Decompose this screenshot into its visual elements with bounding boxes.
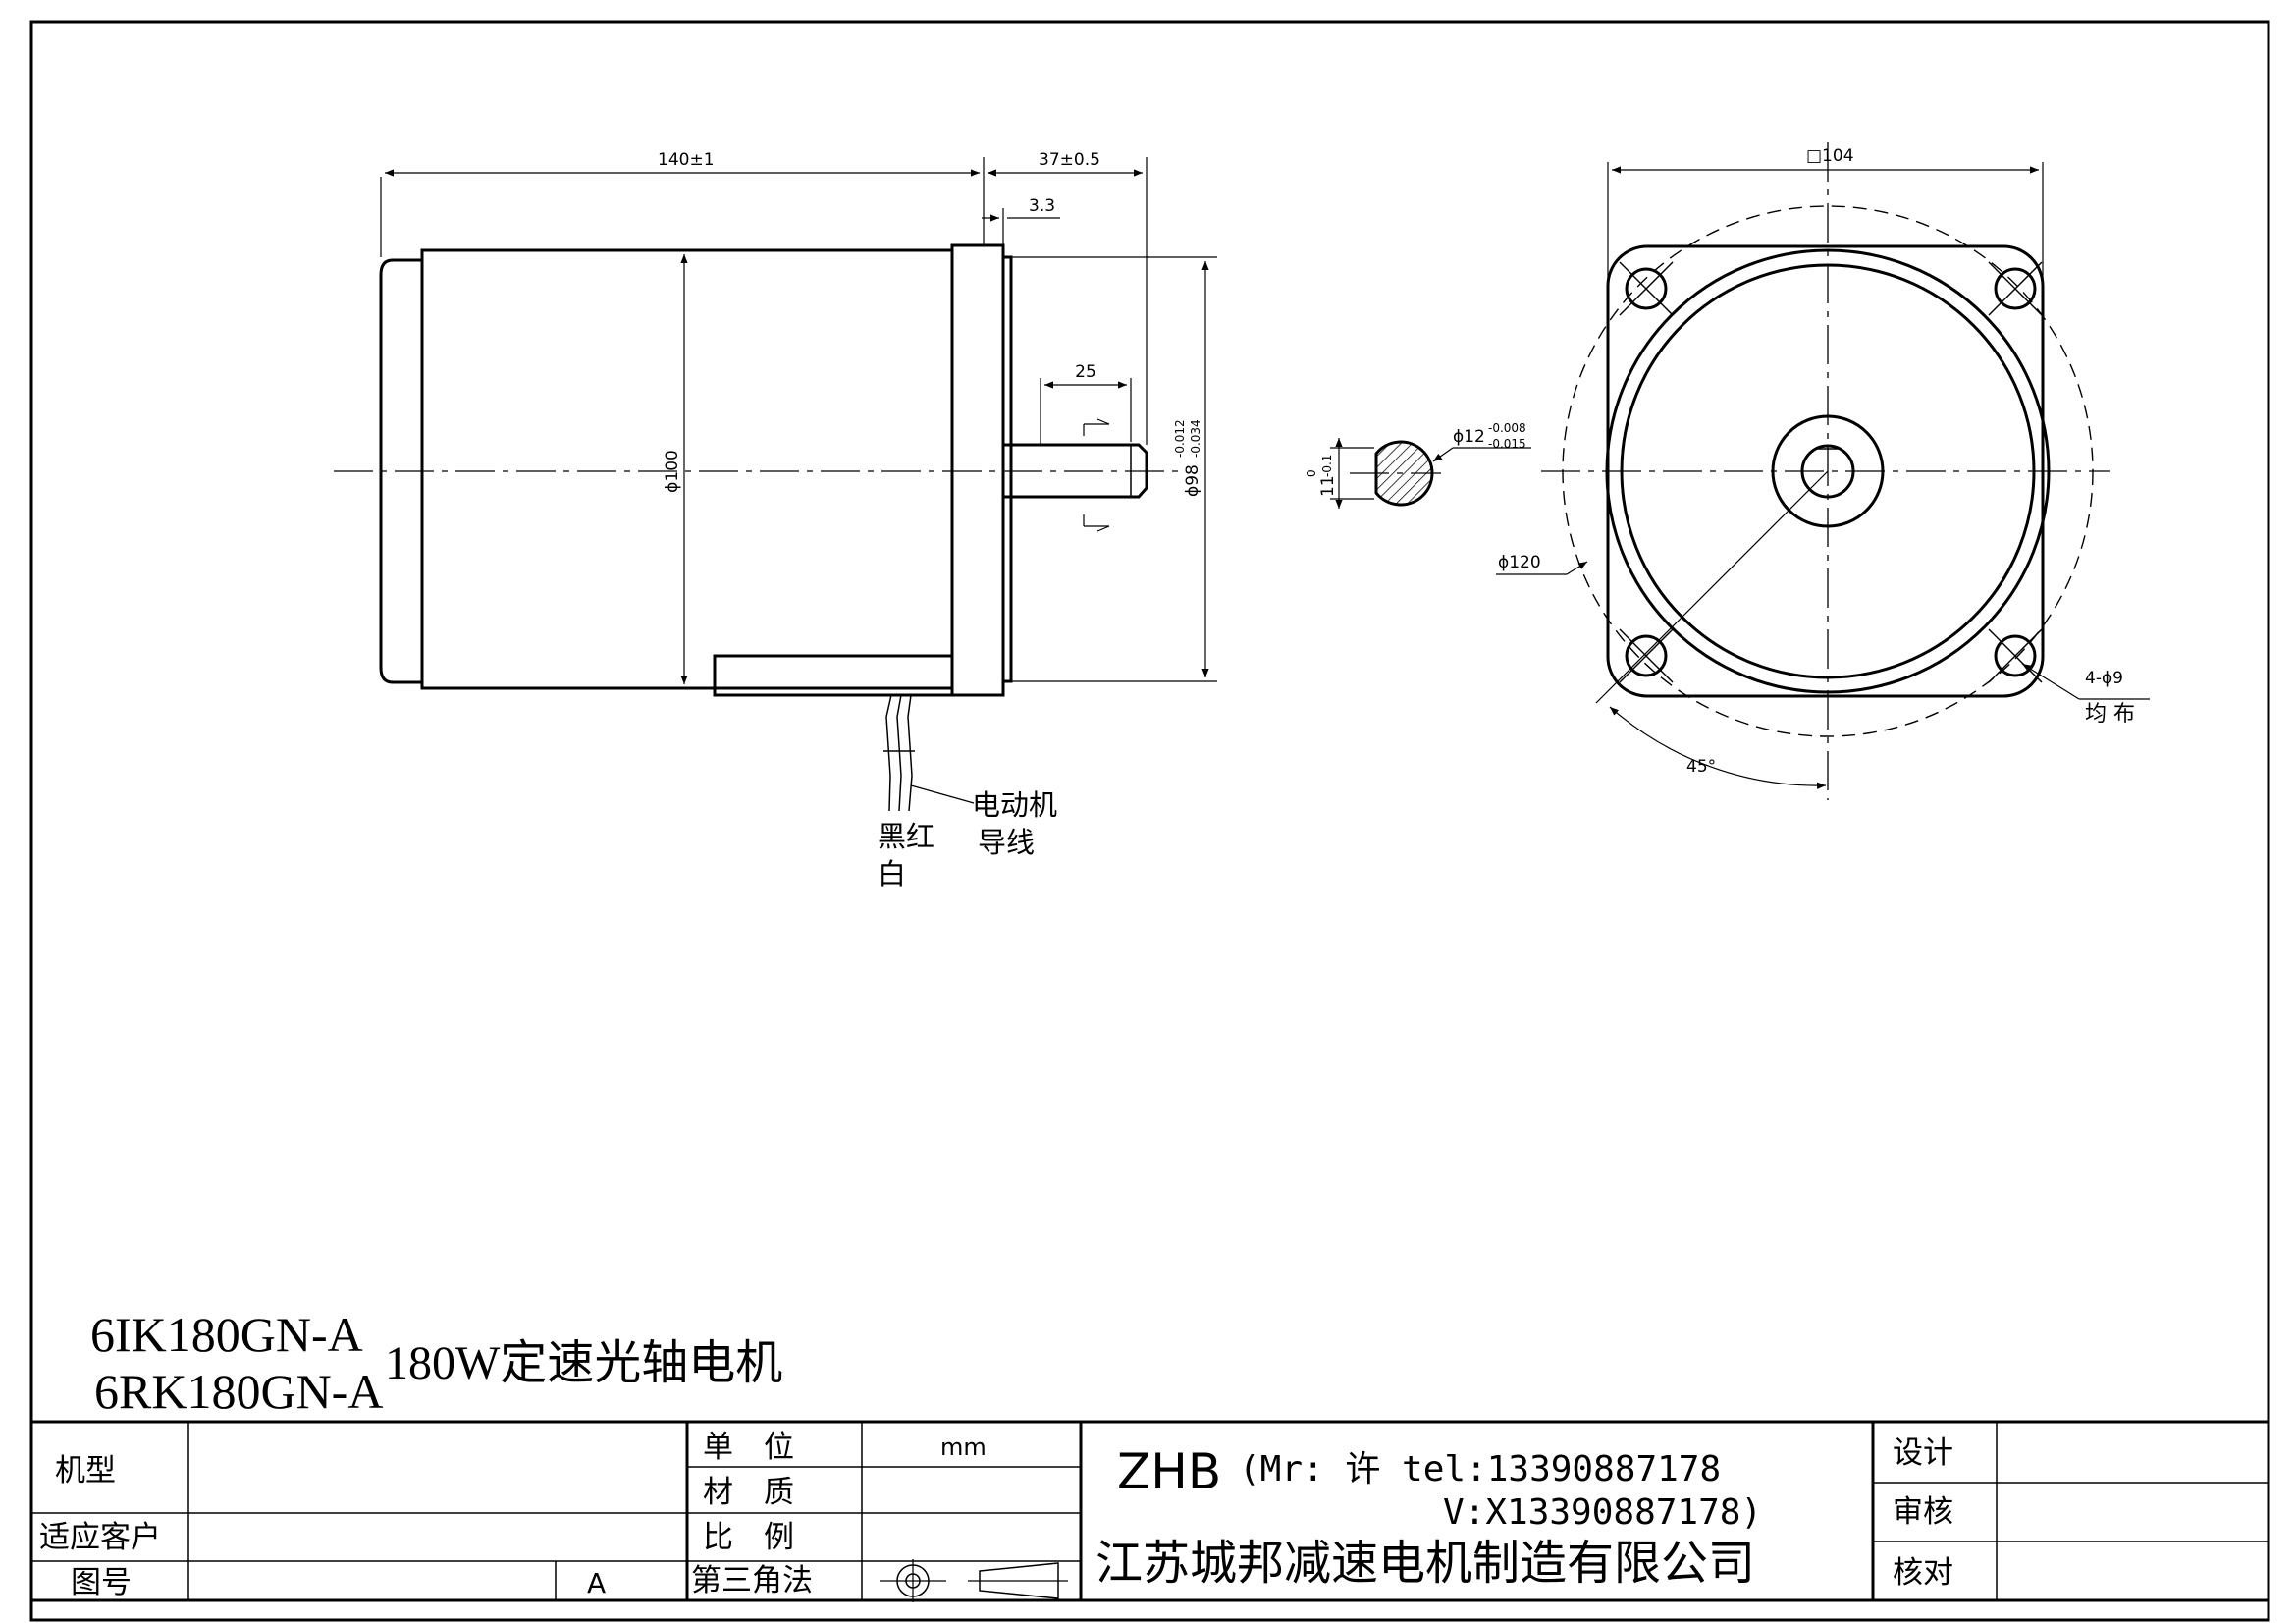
wire-labels: 电动机 导线 黑红 白 [878, 788, 1057, 891]
side-view: 140±1 37±0.5 3.3 25 ϕ100 ϕ98 -0.012 -0.0… [334, 150, 1217, 812]
wire-colors-line2: 白 [878, 857, 906, 891]
product-description: 180W定速光轴电机 [385, 1337, 782, 1389]
dim-pilot-tol-lower: -0.034 [1189, 419, 1202, 458]
tb-label-design: 设计 [1893, 1435, 1953, 1471]
dim-angle: 45° [1686, 757, 1716, 777]
dim-flat-height: 11 [1318, 475, 1338, 497]
tb-label-check: 核对 [1893, 1555, 1953, 1591]
sheet-border [29, 20, 2270, 1622]
dim-length-total: 140±1 [658, 150, 715, 170]
dim-shaft-length: 37±0.5 [1039, 150, 1100, 170]
tb-brand: ZHB [1117, 1443, 1221, 1500]
tb-label-projection: 第三角法 [691, 1563, 813, 1598]
dim-pilot-tol-upper: -0.012 [1173, 419, 1187, 458]
front-view: □104 ϕ120 4-ϕ9 均 布 45° [1496, 142, 2150, 800]
dim-shaft-dia: ϕ12 [1453, 427, 1485, 447]
dim-holes-note: 均 布 [2085, 702, 2135, 727]
shaft-section: 11 0 -0.1 ϕ12 -0.008 -0.015 [1305, 421, 1531, 509]
tb-revision: A [587, 1567, 606, 1599]
tb-contact-line2: V:X13390887178) [1443, 1492, 1762, 1533]
tb-label-scale: 比 例 [703, 1520, 794, 1555]
dim-holes: 4-ϕ9 [2085, 669, 2123, 688]
tb-unit-value: mm [940, 1434, 987, 1461]
dim-shaft-tol-lower: -0.015 [1488, 437, 1526, 451]
dim-pilot-dia: ϕ98 [1183, 464, 1202, 497]
wire-label-line1: 电动机 [972, 788, 1057, 822]
dim-flat-tol-lower: -0.1 [1320, 455, 1334, 477]
dim-flat-tol-upper: 0 [1305, 469, 1318, 477]
wire-colors-line1: 黑红 [878, 820, 934, 853]
dim-key-length: 25 [1075, 362, 1096, 382]
dim-pcd: ϕ120 [1498, 553, 1541, 572]
tb-label-drawing-no: 图号 [71, 1565, 132, 1600]
projection-symbol [880, 1559, 1068, 1602]
tb-label-material: 材 质 [703, 1475, 794, 1510]
dim-shaft-tol-upper: -0.008 [1488, 421, 1526, 435]
model-name-2: 6RK180GN-A [94, 1364, 383, 1419]
wire-label-line2: 导线 [978, 826, 1035, 859]
tb-contact-line1: (Mr: 许 tel:13390887178 [1239, 1449, 1721, 1489]
title-block: 机型 适应客户 图号 A 单 位 mm 材 质 比 例 第三角法 ZHB (Mr… [31, 1420, 2269, 1602]
model-name-1: 6IK180GN-A [90, 1307, 363, 1362]
tb-label-review: 审核 [1893, 1494, 1953, 1530]
title-area: 6IK180GN-A 6RK180GN-A 180W定速光轴电机 [90, 1307, 782, 1419]
tb-label-customer: 适应客户 [39, 1520, 161, 1555]
dim-square-size: □104 [1806, 146, 1854, 166]
tb-label-unit: 单 位 [703, 1430, 794, 1465]
tb-company: 江苏城邦减速电机制造有限公司 [1095, 1536, 1755, 1591]
dim-body-dia: ϕ100 [663, 450, 682, 493]
tb-label-model: 机型 [55, 1453, 116, 1488]
dim-flange-thickness: 3.3 [1029, 196, 1055, 216]
